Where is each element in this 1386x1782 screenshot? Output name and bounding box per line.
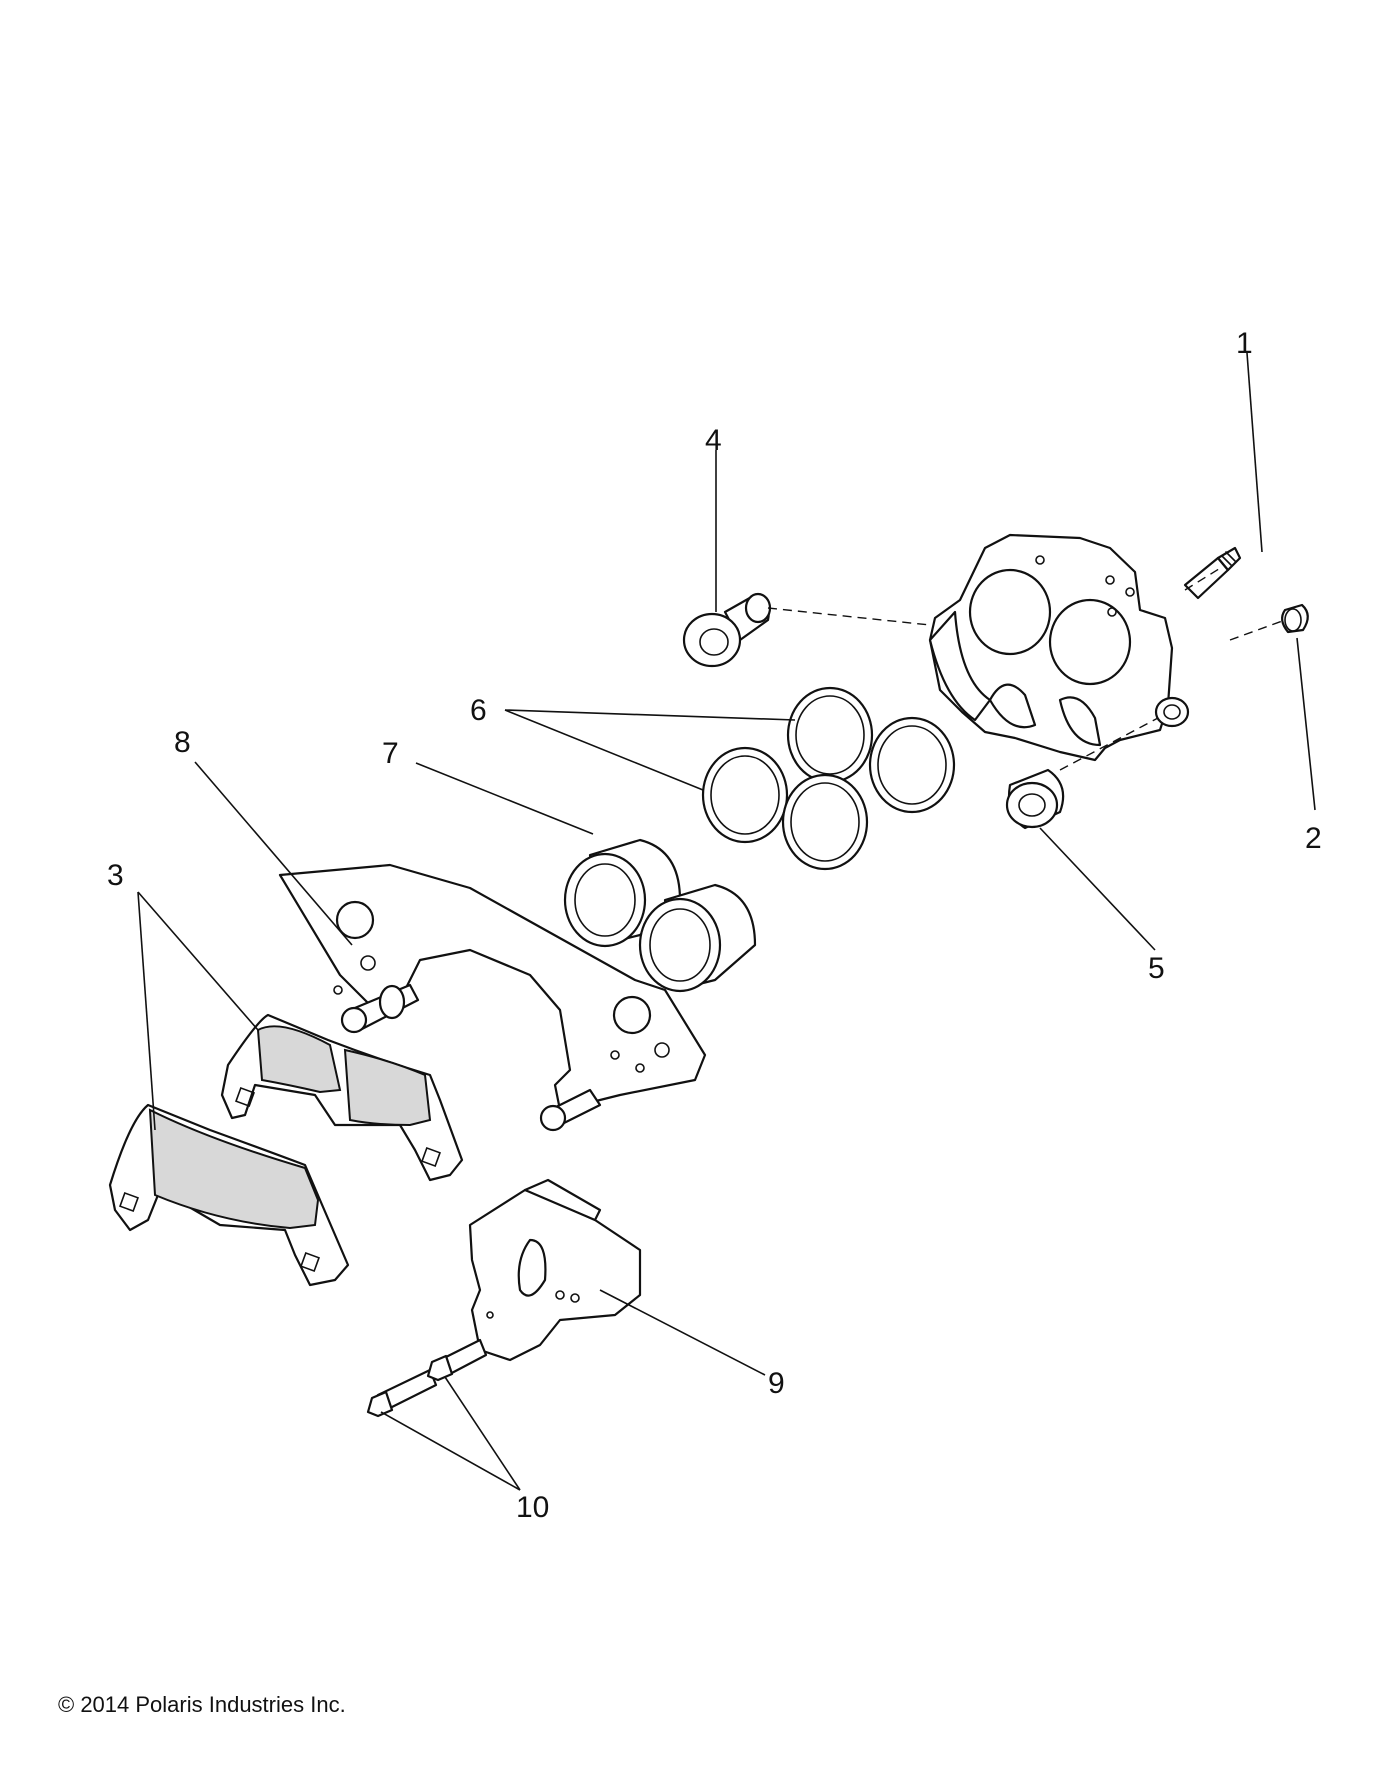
pad-retainer-plate	[468, 1178, 642, 1362]
callout-7: 7	[382, 737, 399, 770]
callout-10: 10	[516, 1491, 549, 1524]
callout-6: 6	[470, 694, 487, 727]
callout-1: 1	[1236, 327, 1253, 360]
leader-lines	[137, 352, 1316, 1491]
seal-rings	[701, 686, 956, 871]
bleeder-cap	[1281, 603, 1309, 634]
callout-2: 2	[1305, 822, 1322, 855]
callout-3: 3	[107, 859, 124, 892]
pistons	[563, 838, 757, 993]
callout-4: 4	[705, 424, 722, 457]
brake-pad-inner	[220, 1013, 464, 1182]
alignment-lines	[767, 566, 1286, 771]
callout-8: 8	[174, 726, 191, 759]
retainer-bolts	[366, 1338, 488, 1418]
callout-numbers: 1 2 3 4 5 6 7 8 9 10	[107, 327, 1322, 1524]
copyright-text: © 2014 Polaris Industries Inc.	[58, 1692, 346, 1717]
brake-pad-outer	[108, 1103, 350, 1287]
caliper-body	[928, 533, 1190, 762]
bushing	[1005, 768, 1065, 830]
callout-9: 9	[768, 1367, 785, 1400]
callout-5: 5	[1148, 952, 1165, 985]
mounting-bracket	[278, 863, 707, 1132]
guide-pin-bolt	[682, 592, 772, 668]
bleeder-screw	[1183, 546, 1242, 600]
